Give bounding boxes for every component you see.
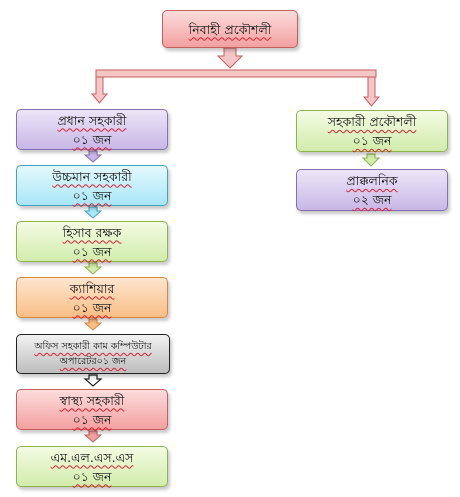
- split-bar: [95, 69, 377, 78]
- node-head-assistant: প্রধান সহকারী ০১ জন: [16, 109, 168, 150]
- node-count: ০১ জন: [72, 468, 112, 484]
- node-title: স্বাস্থ্য সহকারী: [59, 392, 125, 408]
- node-office-assistant-computer-operator: অফিস সহকারী কাম কম্পিউটার অপারেটর০১ জন: [16, 334, 170, 374]
- node-mlss: এম.এল.এস.এস ০১ জন: [16, 446, 168, 487]
- node-count: ০১ জন: [72, 411, 112, 427]
- arrow-l6: [83, 430, 103, 443]
- node-title: উচ্চমান সহকারী: [52, 168, 132, 184]
- arrow-l4: [83, 318, 103, 331]
- node-executive-engineer: নিবাহী প্রকৌশলী: [162, 10, 298, 48]
- arrow-left-drop: [90, 76, 109, 104]
- node-title: অফিস সহকারী কাম কম্পিউটার: [34, 341, 152, 352]
- node-title: নিবাহী প্রকৌশলী: [188, 21, 272, 37]
- arrow-l1: [83, 150, 103, 163]
- node-count: ০১ জন: [72, 131, 112, 147]
- arrow-l5: [83, 374, 103, 387]
- node-count: ০২ জন: [352, 192, 392, 207]
- node-title: হিসাব রক্ষক: [62, 224, 122, 240]
- node-estimator: প্রাক্কলনিক ০২ জন: [296, 169, 448, 211]
- node-assistant-engineer: সহকারী প্রকৌশলী ০১ জন: [296, 110, 448, 152]
- arrow-r1: [361, 153, 381, 167]
- arrow-l2: [83, 206, 103, 219]
- node-health-assistant: স্বাস্থ্য সহকারী ০১ জন: [16, 389, 168, 430]
- arrow-l3: [83, 262, 103, 275]
- node-count: ০১ জন: [352, 133, 392, 148]
- node-upper-division-assistant: উচ্চমান সহকারী ০১ জন: [16, 165, 168, 206]
- node-title: প্রাক্কলনিক: [346, 173, 398, 188]
- node-title: সহকারী প্রকৌশলী: [327, 114, 417, 129]
- node-count: ০১ জন: [72, 187, 112, 203]
- node-count: ০১ জন: [72, 243, 112, 259]
- node-cashier: ক্যাশিয়ার ০১ জন: [16, 277, 168, 318]
- node-count: ০১ জন: [72, 299, 112, 315]
- arrow-right-drop: [362, 76, 381, 107]
- node-title: ক্যাশিয়ার: [69, 280, 115, 296]
- node-title: প্রধান সহকারী: [57, 112, 127, 128]
- node-count: অপারেটর০১ জন: [59, 356, 127, 367]
- node-accountant: হিসাব রক্ষক ০১ জন: [16, 221, 168, 262]
- arrow-top-down: [216, 47, 244, 69]
- node-title: এম.এল.এস.এস: [50, 449, 134, 465]
